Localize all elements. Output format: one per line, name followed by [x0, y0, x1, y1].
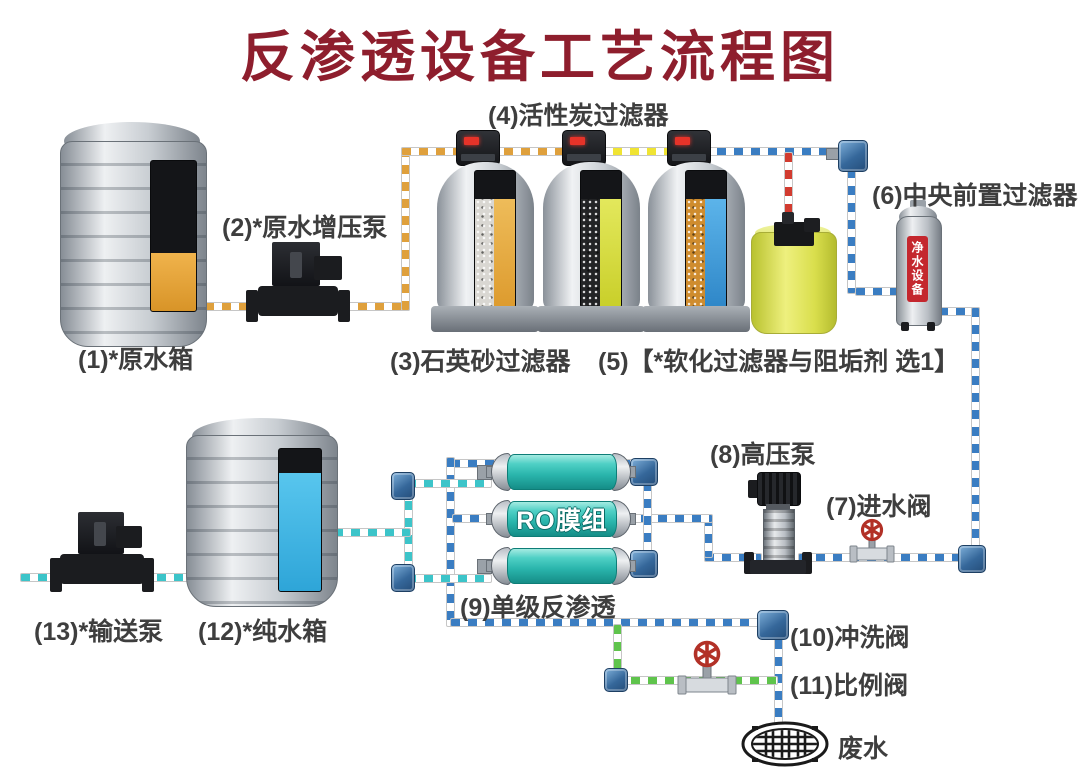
label-central-prefilter: (6)中央前置过滤器	[872, 182, 1078, 210]
tank-level-window	[278, 448, 322, 592]
hp-pump-neck	[766, 504, 790, 510]
pipe-permeate-bottom	[406, 574, 492, 583]
dosing-pump-head	[782, 212, 794, 224]
pipe-ro-feed	[623, 514, 713, 523]
pump-volute	[258, 286, 338, 316]
valve-strip	[461, 154, 495, 161]
pump-flange-right	[142, 558, 154, 592]
pump-motor-slot	[290, 252, 302, 278]
filter-window	[685, 170, 727, 308]
dosing-pump-arm	[804, 218, 820, 232]
membrane-housing	[507, 454, 617, 490]
prefilter-body	[896, 216, 942, 326]
handwheel-valve-icon	[849, 518, 895, 563]
resin-media	[686, 199, 705, 307]
pure-water-level	[279, 473, 321, 591]
pipe-prefilter-down	[847, 168, 856, 294]
proportional-valve	[676, 640, 738, 696]
valve-strip	[567, 154, 601, 161]
pump-flange-right	[338, 290, 350, 322]
label-booster-pump: (2)*原水增压泵	[222, 214, 388, 242]
flush-valve-fitting	[757, 610, 789, 640]
filter-window	[580, 170, 622, 308]
membrane-housing	[507, 548, 617, 584]
pipe-raw-water-riser	[401, 147, 410, 311]
raw-water-level	[151, 253, 196, 311]
ro-membrane-middle: RO膜组	[486, 499, 636, 538]
filter-base	[642, 306, 750, 332]
transfer-pump	[50, 510, 154, 592]
filter-base	[431, 306, 539, 332]
page-title: 反渗透设备工艺流程图	[239, 26, 840, 88]
label-softener-option: (5)【*软化过滤器与阻垢剂 选1】	[598, 348, 960, 376]
hp-pump-column	[763, 509, 795, 563]
valve-display-icon	[675, 137, 690, 145]
resin-media-color	[705, 199, 726, 307]
dosing-tank-body	[751, 232, 837, 334]
ro-membrane-bottom	[486, 546, 636, 585]
pipe-permeate-to-tank	[333, 528, 411, 537]
filter-window	[474, 170, 516, 308]
booster-pump	[246, 240, 354, 322]
hp-pump-foot-right	[802, 552, 812, 574]
pipe-prefilter-inlet	[855, 287, 901, 296]
label-pure-water-tank: (12)*纯水箱	[198, 618, 328, 646]
filter-control-valve	[667, 130, 711, 166]
elbow-permeate-top	[391, 472, 415, 500]
elbow-inlet-corner	[958, 545, 986, 573]
elbow-green	[604, 668, 628, 692]
floor-drain-icon	[740, 720, 830, 768]
label-transfer-pump: (13)*输送泵	[34, 618, 164, 646]
ro-module-label: RO膜组	[516, 507, 608, 535]
filter-control-valve	[562, 130, 606, 166]
carbon-media-color	[600, 199, 621, 307]
label-raw-tank: (1)*原水箱	[78, 346, 194, 374]
hp-pump-foot-left	[744, 552, 754, 574]
label-carbon-filter: (4)活性炭过滤器	[488, 102, 669, 130]
prefilter-leg	[927, 322, 935, 331]
dosing-pump	[770, 212, 822, 248]
prefilter-badge: 净水设备	[907, 236, 928, 302]
elbow-top-right	[838, 140, 868, 172]
label-waste-water: 废水	[838, 735, 889, 763]
valve-display-icon	[464, 137, 479, 145]
pump-junction-box	[314, 256, 342, 280]
tank-level-window	[150, 160, 197, 312]
valve-display-icon	[570, 137, 585, 145]
valve-strip	[672, 154, 706, 161]
pump-flange-left	[50, 558, 62, 592]
carbon-media	[581, 199, 600, 307]
label-single-stage-ro: (9)单级反渗透	[460, 594, 616, 622]
filter-control-valve	[456, 130, 500, 166]
label-quartz-filter: (3)石英砂过滤器	[390, 348, 571, 376]
pump-flange-left	[246, 290, 258, 322]
prefilter-leg	[901, 322, 909, 331]
quartz-media-color	[494, 199, 515, 307]
inlet-valve	[848, 518, 896, 564]
label-inlet-valve: (7)进水阀	[826, 493, 932, 521]
pipe-permeate-top	[406, 479, 492, 488]
hp-pump-motor	[757, 472, 801, 506]
elbow-permeate-bottom	[391, 564, 415, 592]
pump-volute	[60, 554, 144, 584]
membrane-housing: RO膜组	[507, 501, 617, 537]
label-flush-valve: (10)冲洗阀	[790, 624, 910, 652]
pump-junction-box	[116, 526, 142, 548]
ro-membrane-top	[486, 452, 636, 491]
pump-motor-slot	[94, 522, 106, 546]
hp-pump-base	[750, 560, 806, 574]
quartz-media	[475, 199, 494, 307]
label-proportional-valve: (11)比例阀	[790, 672, 909, 700]
pipe-right-down	[971, 307, 980, 562]
label-high-pressure-pump: (8)高压泵	[710, 441, 816, 469]
filter-base	[537, 306, 645, 332]
handwheel-valve-icon	[677, 640, 737, 695]
